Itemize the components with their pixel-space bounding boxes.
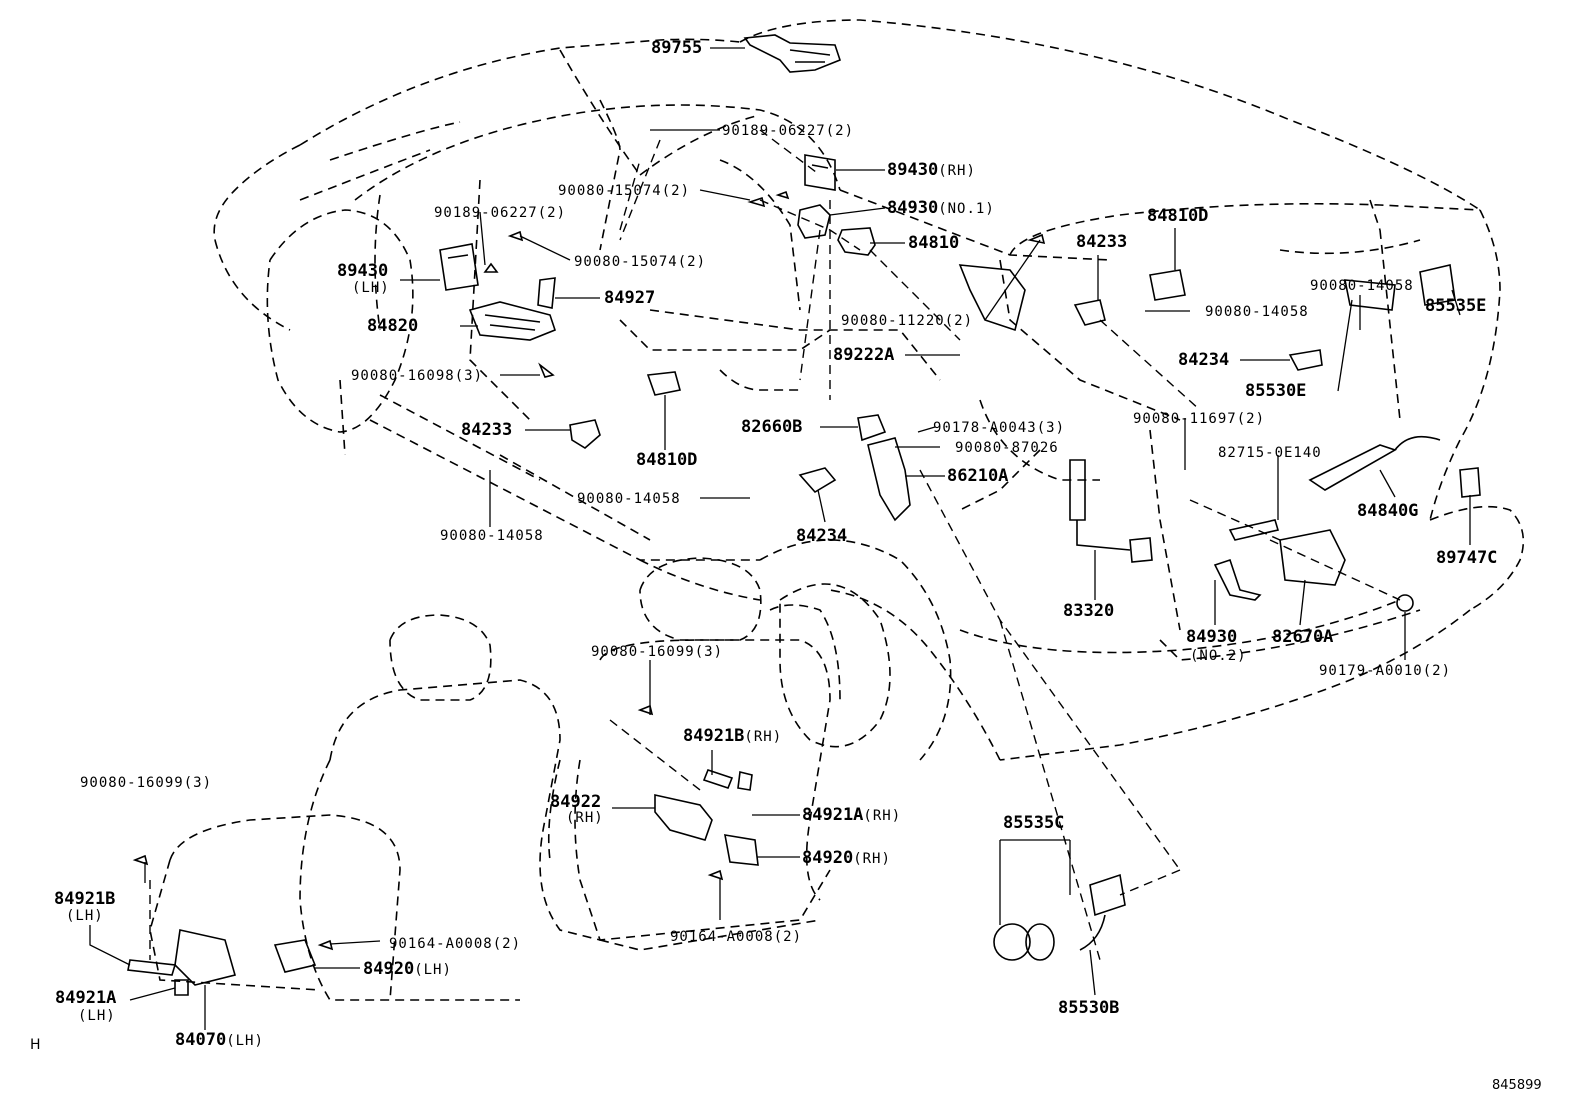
callout-90080-16099-rh: 90080-16099(3) — [591, 644, 724, 660]
callout-84810d-lower: 84810D — [636, 450, 698, 470]
component-84234-rear — [1288, 349, 1323, 371]
illustration-number: 845899 — [1492, 1078, 1542, 1093]
callout-85530b: 85530B — [1058, 998, 1120, 1018]
component-84810d-lower — [646, 371, 682, 396]
callout-84233-lh: 84233 — [461, 420, 513, 440]
callout-84930-no1: 84930(NO.1) — [887, 198, 995, 218]
callout-89430-lh: 89430 — [337, 261, 389, 281]
component-89222a — [958, 264, 1026, 332]
callout-90164-a0008-lh: 90164-A0008(2) — [389, 936, 522, 952]
component-89430-rh — [804, 154, 836, 191]
vehicle-body-outline — [213, 19, 1525, 761]
assembly-dashed-lines — [149, 129, 1401, 961]
callout-90080-14058-lh: 90080-14058 — [440, 528, 544, 544]
callout-84930-no2: 84930 — [1186, 627, 1238, 647]
callout-89430-rh: 89430(RH) — [887, 160, 976, 180]
callout-90080-15074-lower: 90080-15074(2) — [574, 254, 707, 270]
callout-84233-rear: 84233 — [1076, 232, 1128, 252]
component-90179-a0010 — [1396, 594, 1414, 612]
callout-90080-11697: 90080-11697(2) — [1133, 411, 1266, 427]
callout-82670a: 82670A — [1272, 627, 1334, 647]
callout-90080-14058-mid: 90080-14058 — [577, 491, 681, 507]
callout-90164-a0008-rh: 90164-A0008(2) — [670, 929, 803, 945]
callout-90189-06227-lower: 90189-06227(2) — [434, 205, 567, 221]
component-84927 — [537, 277, 556, 309]
callout-84920-lh: 84920(LH) — [363, 959, 452, 979]
component-84233-rear — [1073, 299, 1106, 326]
sub-label-84921a-lh: (LH) — [78, 1008, 116, 1024]
callout-85535c: 85535C — [1003, 813, 1065, 833]
callout-84920-rh: 84920(RH) — [802, 848, 891, 868]
sub-label-84930-no2: (NO.2) — [1190, 648, 1247, 664]
component-85530b — [1079, 873, 1126, 951]
callout-90179-a0010: 90179-A0010(2) — [1319, 663, 1452, 679]
component-83320 — [1069, 459, 1153, 563]
callout-90189-06227-upper: 90189-06227(2) — [722, 123, 855, 139]
component-84930-no2 — [1213, 558, 1262, 601]
component-86210a — [867, 437, 911, 522]
callout-89755: 89755 — [651, 38, 703, 58]
component-84930-no1 — [797, 204, 831, 239]
component-84233-lh — [569, 419, 601, 449]
component-84234-front — [798, 467, 837, 494]
callout-90080-16099-lh: 90080-16099(3) — [80, 775, 213, 791]
sub-label-84922-rh: (RH) — [566, 810, 604, 826]
callout-85535e: 85535E — [1425, 296, 1487, 316]
component-82670a — [1279, 529, 1346, 586]
component-84820 — [468, 301, 556, 341]
component-89747c — [1459, 467, 1481, 498]
callout-84840g: 84840G — [1357, 501, 1419, 521]
component-84840g — [1308, 435, 1441, 491]
callout-90080-15074-upper: 90080-15074(2) — [558, 183, 691, 199]
callout-84820: 84820 — [367, 316, 419, 336]
seats-outline — [149, 557, 841, 1001]
corner-letter: H — [30, 1037, 41, 1053]
callout-86210a: 86210A — [947, 466, 1009, 486]
component-85535c — [993, 923, 1055, 961]
callout-84921b-rh: 84921B(RH) — [683, 726, 783, 746]
callout-82715-0e140: 82715-0E140 — [1218, 445, 1322, 461]
component-lh-seat-parts — [127, 854, 334, 996]
callout-90080-87026: 90080-87026 — [955, 440, 1059, 456]
sub-label-84921b-lh: (LH) — [66, 908, 104, 924]
leader-lines — [89, 47, 1471, 1030]
callout-90080-14058-rear-mid: 90080-14058 — [1205, 304, 1309, 320]
callout-84921a-lh: 84921A — [55, 988, 117, 1008]
callout-84070-lh: 84070(LH) — [175, 1030, 264, 1050]
component-85530e — [1344, 279, 1396, 311]
sub-label-89430-lh: (LH) — [352, 280, 390, 296]
callout-84927: 84927 — [604, 288, 656, 308]
component-82660b — [857, 414, 887, 442]
callout-90080-16098: 90080-16098(3) — [351, 368, 484, 384]
callout-84921a-rh: 84921A(RH) — [802, 805, 902, 825]
callout-84810d-rear: 84810D — [1147, 206, 1209, 226]
callout-84810: 84810 — [908, 233, 960, 253]
callout-84922: 84922 — [550, 792, 602, 812]
component-84810 — [837, 227, 876, 256]
callout-84234-front: 84234 — [796, 526, 848, 546]
callout-84234-rear: 84234 — [1178, 350, 1230, 370]
component-89430-lh — [439, 243, 479, 291]
callout-89747c: 89747C — [1436, 548, 1498, 568]
component-rh-seat-parts — [637, 704, 759, 881]
component-89755 — [743, 34, 841, 73]
callout-84921b-lh: 84921B — [54, 889, 116, 909]
callout-90178-a0043: 90178-A0043(3) — [933, 420, 1066, 436]
callout-90080-11220: 90080-11220(2) — [841, 313, 974, 329]
component-84810d-rear — [1149, 269, 1186, 301]
callout-83320: 83320 — [1063, 601, 1115, 621]
callout-90080-14058-rear-top: 90080-14058 — [1310, 278, 1414, 294]
callout-89222a: 89222A — [833, 345, 895, 365]
callout-82660b: 82660B — [741, 417, 803, 437]
component-82715-0e140 — [1228, 519, 1280, 541]
callout-85530e: 85530E — [1245, 381, 1307, 401]
